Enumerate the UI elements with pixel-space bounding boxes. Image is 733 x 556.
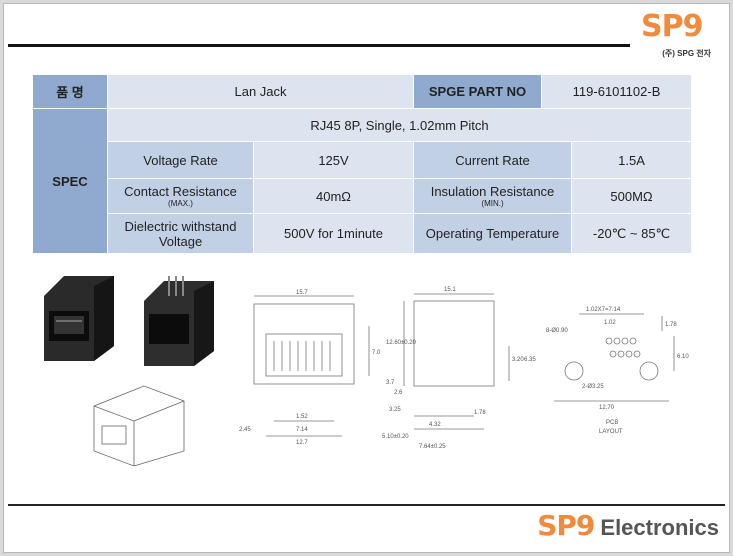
spec-value-cell: 500MΩ bbox=[571, 178, 693, 214]
footer-logo-mark: SP9 bbox=[537, 509, 595, 542]
spec-label-cell: Operating Temperature bbox=[413, 213, 573, 254]
spec-value-cell: 125V bbox=[252, 141, 415, 179]
dim-pcb-top: 1.02X7=7.14 bbox=[586, 307, 621, 313]
pcb-caption: PCB bbox=[606, 420, 618, 426]
spec-table: 품 명 Lan Jack SPGE PART NO 119-6101102-B … bbox=[32, 74, 693, 254]
company-logo-top: SP9 (주) SPG 전자 bbox=[641, 12, 711, 72]
spec-description: RJ45 8P, Single, 1.02mm Pitch bbox=[106, 108, 693, 142]
dim-side-v1: 3.20 bbox=[512, 357, 524, 363]
dim-pcb-mount: 2-Ø3.25 bbox=[582, 384, 604, 390]
jack-photo-front bbox=[44, 276, 114, 361]
product-figures: 15.7 7.0 1.52 7.14 12.7 2.45 15.1 12.60±… bbox=[44, 276, 689, 466]
dim-front-w3: 12.7 bbox=[296, 440, 308, 446]
spec-value-cell: 500V for 1minute bbox=[252, 213, 415, 254]
dim-side-d1: 3.25 bbox=[389, 407, 401, 413]
spec-value-cell: 1.5A bbox=[571, 141, 693, 179]
footer-rule bbox=[8, 504, 725, 506]
front-view-drawing bbox=[253, 295, 370, 437]
dim-front-left: 2.45 bbox=[239, 427, 251, 433]
spec-label-cell: Insulation Resistance(MIN.) bbox=[413, 178, 573, 214]
dim-side-h1: 12.60±0.20 bbox=[386, 340, 417, 346]
spec-row: Dielectric withstand Voltage 500V for 1m… bbox=[33, 213, 693, 254]
name-value: Lan Jack bbox=[106, 74, 415, 109]
dim-side-top: 15.1 bbox=[444, 287, 456, 293]
spec-label-cell: Voltage Rate bbox=[107, 141, 254, 179]
dim-side-h2: 3.7 bbox=[386, 380, 395, 386]
name-label: 품 명 bbox=[32, 74, 108, 109]
header-rule bbox=[8, 44, 630, 47]
dim-side-v3: 2.6 bbox=[394, 390, 403, 396]
spec-label-cell: Contact Resistance(MAX.) bbox=[107, 178, 254, 214]
dim-pcb-width: 12.70 bbox=[599, 405, 615, 411]
spec-label-cell: Current Rate bbox=[413, 141, 573, 179]
part-no-label: SPGE PART NO bbox=[413, 74, 543, 109]
dim-front-w1: 1.52 bbox=[296, 414, 308, 420]
company-logo-bottom: SP9 Electronics bbox=[537, 509, 719, 545]
spec-label-cell: Dielectric withstand Voltage bbox=[107, 213, 254, 254]
spec-value-cell: -20℃ ~ 85℃ bbox=[571, 213, 693, 254]
dim-pcb-h1: 1.78 bbox=[665, 322, 677, 328]
dim-side-v2: 6.35 bbox=[524, 357, 536, 363]
dim-front-top: 15.7 bbox=[296, 290, 308, 296]
slide: SP9 (주) SPG 전자 품 명 Lan Jack SPGE PART NO… bbox=[3, 3, 730, 553]
pcb-layout-drawing bbox=[554, 313, 675, 402]
pcb-caption-layout: LAYOUT bbox=[599, 429, 623, 435]
dim-side-d4: 5.10±0.20 bbox=[382, 434, 409, 440]
part-no-value: 119-6101102-B bbox=[541, 74, 693, 109]
spec-value-cell: 40mΩ bbox=[252, 178, 415, 214]
jack-isometric-drawing bbox=[93, 385, 185, 466]
spec-row: Voltage Rate 125V Current Rate 1.5A bbox=[33, 141, 693, 179]
logo-subtitle: (주) SPG 전자 bbox=[662, 49, 711, 58]
side-view-drawing bbox=[403, 293, 510, 430]
dim-front-w2: 7.14 bbox=[296, 427, 308, 433]
spec-label: SPEC bbox=[32, 108, 108, 254]
jack-photo-angle bbox=[144, 276, 214, 366]
dim-pcb-h2: 6.10 bbox=[677, 354, 689, 360]
dim-front-height: 7.0 bbox=[372, 350, 381, 356]
dim-side-d3: 1.78 bbox=[474, 410, 486, 416]
dim-side-d2: 4.32 bbox=[429, 422, 441, 428]
logo-mark: SP9 bbox=[641, 9, 703, 44]
dim-side-d5: 7.64±0.25 bbox=[419, 444, 446, 450]
spec-row: Contact Resistance(MAX.) 40mΩ Insulation… bbox=[33, 178, 693, 214]
dim-pcb-pitch: 1.02 bbox=[604, 320, 616, 326]
footer-logo-word: Electronics bbox=[600, 515, 719, 540]
dim-pcb-holes: 8-Ø0.90 bbox=[546, 328, 568, 334]
